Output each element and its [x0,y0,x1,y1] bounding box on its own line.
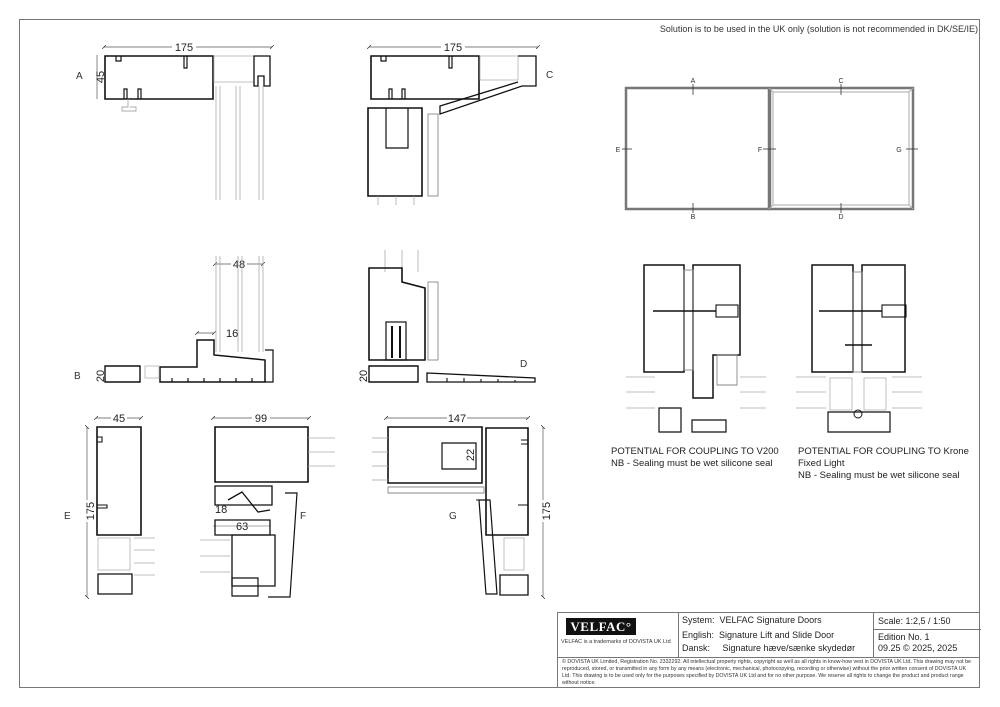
svg-text:175: 175 [85,502,97,520]
dansk-line: Dansk: Signature hæve/sænke skydedør [682,643,856,653]
svg-text:16: 16 [226,328,238,340]
coupling-v200-detail [626,264,766,433]
english-line: English: Signature Lift and Slide Door [682,630,835,640]
section-e: 45 175 E [64,412,155,597]
section-label-e: E [64,511,71,522]
coupling-krone-caption: POTENTIAL FOR COUPLING TO Krone Fixed Li… [798,446,969,481]
section-label-d: D [520,359,527,370]
svg-text:B: B [691,214,696,221]
svg-text:45: 45 [95,71,107,83]
section-d: D 20 [358,250,536,383]
edition-text: Edition No. 1 [878,632,930,642]
scale-text: Scale: 1:2,5 / 1:50 [878,616,951,626]
trademark-text: VELFAC is a trademarks of DOVISTA UK Ltd [561,639,671,645]
svg-text:63: 63 [236,521,248,533]
coupling-v200-caption: POTENTIAL FOR COUPLING TO V200 NB - Seal… [611,446,779,469]
svg-text:A: A [691,78,696,85]
velfac-logo: VELFAC° [566,618,636,635]
svg-text:G: G [896,147,901,154]
svg-text:175: 175 [444,42,462,54]
svg-text:175: 175 [175,42,193,54]
svg-text:20: 20 [358,370,370,382]
section-f: 99 18 63 F [200,412,335,598]
svg-text:147: 147 [448,413,466,425]
section-label-f: F [300,511,306,522]
svg-text:20: 20 [95,370,107,382]
title-block: VELFAC° VELFAC is a trademarks of DOVIST… [557,612,981,688]
svg-text:99: 99 [255,413,267,425]
svg-text:F: F [758,147,762,154]
section-b: 48 16 20 B [74,256,274,383]
svg-text:175: 175 [541,502,553,520]
elevation-view: A B C D E F G [616,78,918,221]
section-label-a: A [76,71,83,82]
svg-text:D: D [838,214,843,221]
edition-date: 09.25 © 2025, 2025 [878,643,958,653]
usage-notice: Solution is to be used in the UK only (s… [659,24,978,34]
section-label-b: B [74,371,81,382]
svg-text:18: 18 [215,504,227,516]
svg-text:48: 48 [233,259,245,271]
coupling-krone-detail [796,264,922,433]
svg-text:45: 45 [113,413,125,425]
svg-text:E: E [616,147,621,154]
section-c: 175 C [368,42,553,205]
drawing-border [19,19,980,688]
section-label-c: C [546,70,553,81]
system-line: System: VELFAC Signature Doors [682,615,822,625]
svg-text:22: 22 [465,449,477,461]
section-label-g: G [449,511,457,522]
legal-notice: © DOVISTA UK Limited, Registration No. 2… [562,659,972,686]
svg-text:C: C [838,78,843,85]
section-a: 175 45 A [76,42,272,200]
section-g: 147 22 175 G [372,412,553,597]
